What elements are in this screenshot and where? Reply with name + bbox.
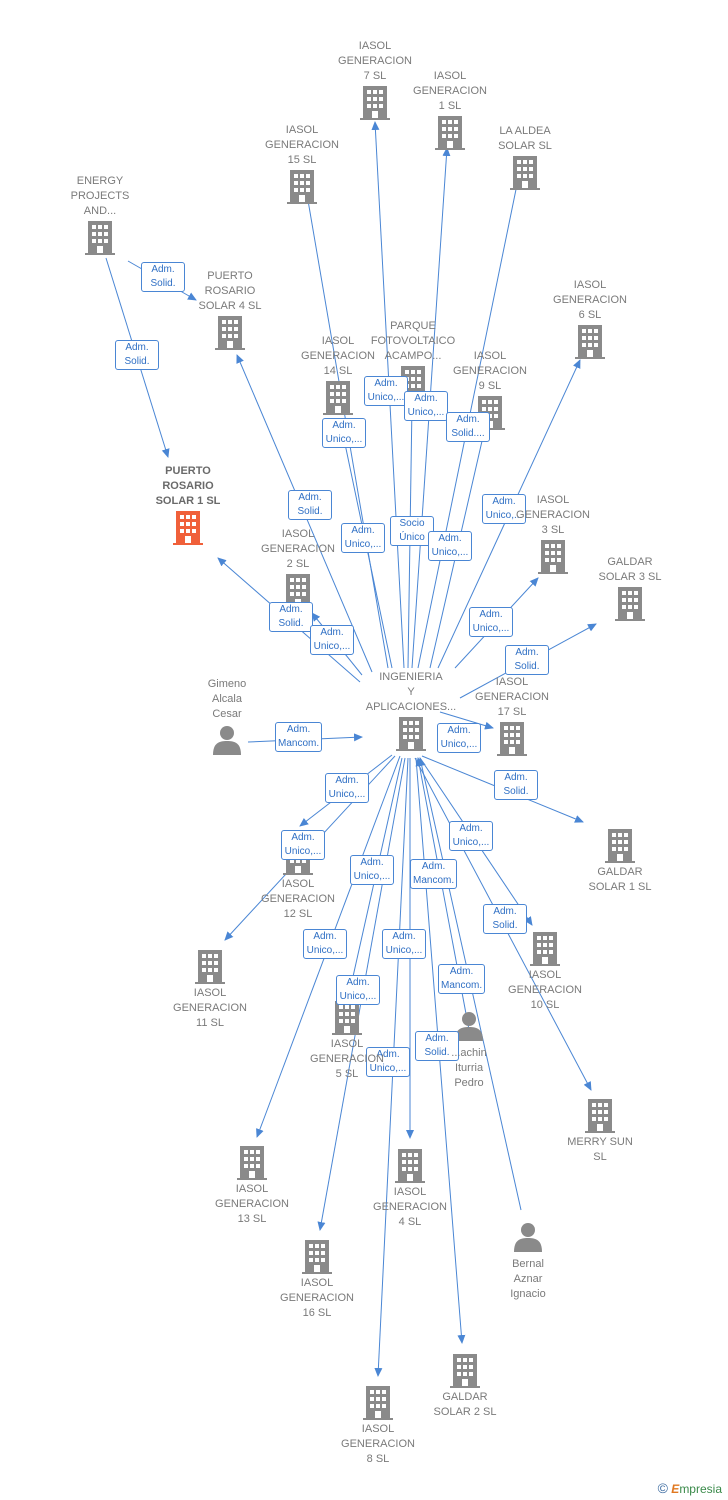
edge-ingenieria-to-iasol17	[439, 711, 494, 730]
building-icon-pr1[interactable]	[173, 511, 203, 545]
building-icon-iasol16[interactable]	[302, 1240, 332, 1274]
node-label-merry[interactable]: MERRY SUN SL	[567, 1136, 633, 1163]
node-label-iasol12[interactable]: IASOL GENERACION 12 SL	[261, 878, 335, 920]
edge-label-ingenieria-to-iasol12: Adm. Unico,...	[325, 773, 369, 803]
building-icon-aldea[interactable]	[510, 156, 540, 190]
node-label-iasol11[interactable]: IASOL GENERACION 11 SL	[173, 987, 247, 1029]
node-label-iasol5[interactable]: IASOL GENERACION 5 SL	[310, 1038, 384, 1080]
building-icon-merry[interactable]	[585, 1099, 615, 1133]
building-icon-galdar1[interactable]	[605, 829, 635, 863]
edge-label-ingenieria-to-iasol8: Adm. Unico,...	[366, 1047, 410, 1077]
person-icon-joachin[interactable]	[455, 1012, 483, 1041]
edge-label-ingenieria-to-iasol15: Adm. Unico,...	[322, 418, 366, 448]
node-label-iasol7[interactable]: IASOL GENERACION 7 SL	[338, 40, 412, 82]
edge-label-ingenieria-to-iasol13: Adm. Unico,...	[303, 929, 347, 959]
node-label-iasol14[interactable]: IASOL GENERACION 14 SL	[301, 335, 375, 377]
building-icon-iasol14[interactable]	[323, 381, 353, 415]
building-icon-galdar3[interactable]	[615, 587, 645, 621]
copyright-symbol: ©	[657, 1480, 668, 1496]
building-icon-iasol5[interactable]	[332, 1001, 362, 1035]
edge-label-bernal-to-ingenieria: Adm. Mancom.	[438, 964, 486, 994]
node-label-iasol10[interactable]: IASOL GENERACION 10 SL	[508, 969, 582, 1011]
edge-label-energy-to-pr4: Adm. Solid.	[141, 262, 185, 292]
node-label-iasol1[interactable]: IASOL GENERACION 1 SL	[413, 70, 487, 112]
brand-initial: E	[671, 1482, 680, 1496]
edge-label-ingenieria-to-iasol1: Adm. Unico,...	[404, 391, 448, 421]
building-icon-iasol8[interactable]	[363, 1386, 393, 1420]
edge-label-ingenieria-to-iasol11: Adm. Unico,...	[281, 830, 325, 860]
edge-label-ingenieria-to-iasol5: Adm. Unico,...	[350, 855, 394, 885]
edge-label-joachin-to-ingenieria: Adm. Mancom.	[410, 859, 458, 889]
building-icon-iasol10[interactable]	[530, 932, 560, 966]
edge-label-ingenieria-to-iasol14: Adm. Unico,...	[341, 523, 385, 553]
building-icon-energy[interactable]	[85, 221, 115, 255]
edge-label-ingenieria-to-iasol7: Adm. Unico,...	[364, 376, 408, 406]
edge-label-ingenieria-to-galdar3: Adm. Solid.	[505, 645, 549, 675]
person-icon-bernal[interactable]	[514, 1223, 542, 1252]
building-icon-iasol15[interactable]	[287, 170, 317, 204]
building-icon-iasol3[interactable]	[538, 540, 568, 574]
edge-label-gimeno-to-ingenieria: Adm. Mancom.	[275, 722, 323, 752]
edge-label-ingenieria-to-galdar1: Adm. Solid.	[494, 770, 538, 800]
node-label-galdar1[interactable]: GALDAR SOLAR 1 SL	[588, 866, 652, 893]
edge-label-ingenieria-to-iasol16: Adm. Unico,...	[336, 975, 380, 1005]
edge-label-ingenieria-to-iasol2: Adm. Unico,...	[310, 625, 354, 655]
brand-name: mpresia	[679, 1482, 722, 1496]
edge-label-ingenieria-to-iasol6: Adm. Unico,...	[482, 494, 526, 524]
building-icon-ingenieria[interactable]	[396, 717, 426, 751]
node-label-bernal[interactable]: Bernal Aznar Ignacio	[510, 1258, 546, 1300]
building-icon-iasol13[interactable]	[237, 1146, 267, 1180]
edge-label-ingenieria-to-aldea: Adm. Solid....	[446, 412, 490, 442]
edge-label-ingenieria-to-iasol4: Adm. Unico,...	[382, 929, 426, 959]
node-label-iasol17[interactable]: IASOL GENERACION 17 SL	[475, 676, 549, 718]
building-icon-iasol1[interactable]	[435, 116, 465, 150]
edge-label-ingenieria-to-iasol10: Adm. Unico,...	[449, 821, 493, 851]
edge-label-ingenieria-to-iasol17: Adm. Unico,...	[437, 723, 481, 753]
edge-label-ingenieria-to-iasol9: Adm. Unico,...	[428, 531, 472, 561]
edge-label-ingenieria-to-iasol3: Adm. Unico,...	[469, 607, 513, 637]
node-label-iasol9[interactable]: IASOL GENERACION 9 SL	[453, 350, 527, 392]
node-label-pr1[interactable]: PUERTO ROSARIO SOLAR 1 SL	[155, 465, 221, 507]
building-icon-pr4[interactable]	[215, 316, 245, 350]
building-icon-iasol11[interactable]	[195, 950, 225, 984]
edge-label-ingenieria-to-parque: Socio Único	[390, 516, 434, 546]
node-label-energy[interactable]: ENERGY PROJECTS AND...	[70, 175, 130, 217]
building-icon-iasol7[interactable]	[360, 86, 390, 120]
node-label-iasol15[interactable]: IASOL GENERACION 15 SL	[265, 124, 339, 166]
node-label-ingenieria[interactable]: INGENIERIA Y APLICACIONES...	[365, 671, 457, 713]
node-label-joachin[interactable]: ...achin Iturria Pedro	[451, 1047, 487, 1089]
edge-label-ingenieria-to-pr4: Adm. Solid.	[288, 490, 332, 520]
footer-brand: © Empresia	[658, 1480, 722, 1496]
node-label-galdar3[interactable]: GALDAR SOLAR 3 SL	[598, 556, 662, 583]
edge-label-energy-to-pr1: Adm. Solid.	[115, 340, 159, 370]
node-label-parque[interactable]: PARQUE FOTOVOLTAICO ACAMPO...	[370, 320, 456, 362]
node-label-iasol4[interactable]: IASOL GENERACION 4 SL	[373, 1186, 447, 1228]
node-label-gimeno[interactable]: Gimeno Alcala Cesar	[207, 678, 247, 720]
person-icon-gimeno[interactable]	[213, 726, 241, 755]
building-icon-galdar2[interactable]	[450, 1354, 480, 1388]
building-icon-iasol17[interactable]	[497, 722, 527, 756]
node-label-aldea[interactable]: LA ALDEA SOLAR SL	[498, 125, 552, 152]
edge-label-ingenieria-to-merry: Adm. Solid.	[483, 904, 527, 934]
building-icon-iasol6[interactable]	[575, 325, 605, 359]
node-label-iasol6[interactable]: IASOL GENERACION 6 SL	[553, 279, 627, 321]
building-icon-iasol4[interactable]	[395, 1149, 425, 1183]
edge-label-ingenieria-to-pr1: Adm. Solid.	[269, 602, 313, 632]
node-label-iasol8[interactable]: IASOL GENERACION 8 SL	[341, 1423, 415, 1465]
edge-label-ingenieria-to-galdar2: Adm. Solid.	[415, 1031, 459, 1061]
node-label-galdar2[interactable]: GALDAR SOLAR 2 SL	[433, 1391, 497, 1418]
node-label-iasol16[interactable]: IASOL GENERACION 16 SL	[280, 1277, 354, 1319]
node-label-pr4[interactable]: PUERTO ROSARIO SOLAR 4 SL	[198, 270, 262, 312]
node-label-iasol3[interactable]: IASOL GENERACION 3 SL	[516, 494, 590, 536]
node-label-iasol2[interactable]: IASOL GENERACION 2 SL	[261, 528, 335, 570]
node-label-iasol13[interactable]: IASOL GENERACION 13 SL	[215, 1183, 289, 1225]
